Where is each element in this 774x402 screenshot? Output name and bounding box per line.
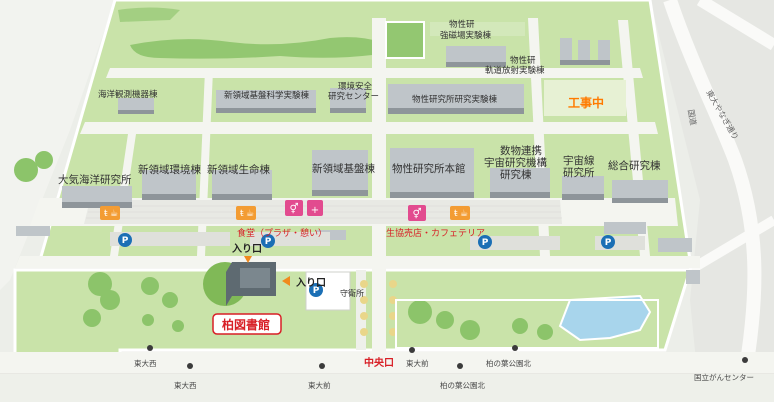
parking-icon (478, 235, 492, 249)
toilet-icons (285, 200, 426, 221)
tree-groups (14, 151, 553, 340)
label-strong-field-1: 物性研 (449, 19, 475, 30)
label-entrance-top: 入り口 (232, 243, 262, 255)
label-new-area-environment: 新領域環境棟 (138, 163, 201, 176)
svg-text:ŧ: ŧ (104, 209, 108, 219)
bus-stops (147, 345, 748, 369)
road-shoulder (0, 374, 774, 402)
label-new-area-foundation: 新領域基盤棟 (312, 162, 375, 175)
svg-text:⚥: ⚥ (412, 208, 421, 220)
label-cosmic-ray-1: 宇宙線 (563, 154, 595, 167)
toilet-icon (285, 200, 303, 216)
food-icon (450, 206, 470, 220)
parking-icon (601, 235, 615, 249)
label-east-road: 国道 (686, 109, 699, 126)
label-ocean-observation: 海洋観測機器棟 (98, 89, 158, 100)
label-atmosphere-ocean: 大気海洋研究所 (58, 173, 132, 186)
field-top-row (430, 22, 525, 36)
label-orbital-2: 軌道放射実験棟 (485, 65, 545, 76)
road-col-central (372, 18, 386, 352)
label-env-safety-2: 研究センター (328, 91, 379, 102)
svg-text:☕: ☕ (460, 209, 468, 219)
svg-text:+: + (311, 205, 319, 216)
east-road-curve (663, 0, 762, 402)
label-coop-shop: 生協売店・カフェテリア (386, 227, 485, 239)
label-cafeteria: 食堂（プラザ・憩い） (237, 227, 327, 239)
label-strong-field-2: 強磁場実験棟 (440, 30, 492, 41)
svg-text:☕: ☕ (110, 209, 118, 219)
plaza-tile-grid (86, 205, 562, 219)
first-aid-icon (307, 200, 323, 216)
parking-icon (309, 283, 323, 297)
main-road-south (0, 352, 774, 374)
label-kashiwanoha-north-2: 柏の葉公園北 (440, 380, 485, 390)
entrance-arrow-right (282, 276, 290, 286)
east-outside-roads (620, 0, 774, 402)
label-univ-front-2: 東大前 (406, 358, 429, 368)
label-univ-west: 東大西 (134, 358, 157, 368)
label-orbital-1: 物性研 (510, 55, 536, 66)
buildings (16, 38, 700, 284)
svg-text:P: P (265, 237, 272, 247)
tree-band-west (118, 7, 180, 22)
svg-text:P: P (605, 238, 612, 248)
label-math-cosmology-2: 宇宙研究機構 (484, 156, 547, 169)
food-icons (100, 206, 470, 220)
label-entrance-right: 入り口 (296, 277, 326, 289)
label-physics-main: 物性研究所本館 (392, 162, 466, 175)
library-label-box (212, 313, 282, 335)
svg-text:⚥: ⚥ (289, 203, 298, 215)
svg-text:P: P (482, 238, 489, 248)
label-central-gate: 中央口 (364, 356, 394, 369)
east-road-3 (687, 215, 774, 275)
road-row-4 (15, 256, 700, 268)
svg-text:ŧ: ŧ (240, 209, 244, 219)
label-univ-front: 東大前 (308, 380, 331, 390)
tree-band-north (130, 37, 380, 59)
label-general-research: 総合研究棟 (608, 159, 661, 172)
parking-icon (261, 234, 275, 248)
toilet-icon (408, 205, 426, 221)
svg-text:ŧ: ŧ (454, 209, 458, 219)
guard-house-building (305, 271, 351, 311)
svg-text:☕: ☕ (246, 209, 254, 219)
road-row-2 (80, 122, 658, 134)
svg-text:P: P (313, 286, 320, 296)
pond-area-boundary (395, 299, 659, 349)
food-icon (236, 206, 256, 220)
entrance-arrow-top (244, 256, 252, 263)
label-construction: 工事中 (568, 95, 604, 110)
parking-icon (118, 233, 132, 247)
label-math-cosmology-3: 研究棟 (500, 168, 532, 181)
pond[interactable] (558, 294, 652, 342)
label-new-area-science: 新領域基盤科学実験棟 (224, 90, 310, 101)
label-kashiwanoha-north: 柏の葉公園北 (486, 358, 531, 368)
label-env-safety-1: 環境安全 (338, 81, 373, 92)
label-guard-house: 守衛所 (340, 288, 364, 298)
parking-icons (118, 233, 615, 297)
west-outside (0, 0, 115, 290)
east-road-2 (696, 0, 774, 51)
svg-text:P: P (122, 236, 129, 246)
label-library[interactable]: 柏図書館 (222, 317, 270, 332)
label-cancer-center: 国立がんセンター (694, 372, 754, 382)
label-cosmic-ray-2: 研究所 (563, 166, 595, 179)
sports-field (385, 21, 425, 59)
label-univ-west-2: 東大西 (174, 380, 197, 390)
food-icon (100, 206, 120, 220)
label-math-cosmology-1: 数物連携 (500, 144, 542, 157)
label-new-area-life: 新領域生命棟 (207, 163, 270, 176)
label-physics-research-lab: 物性研究所研究実験棟 (412, 94, 498, 105)
